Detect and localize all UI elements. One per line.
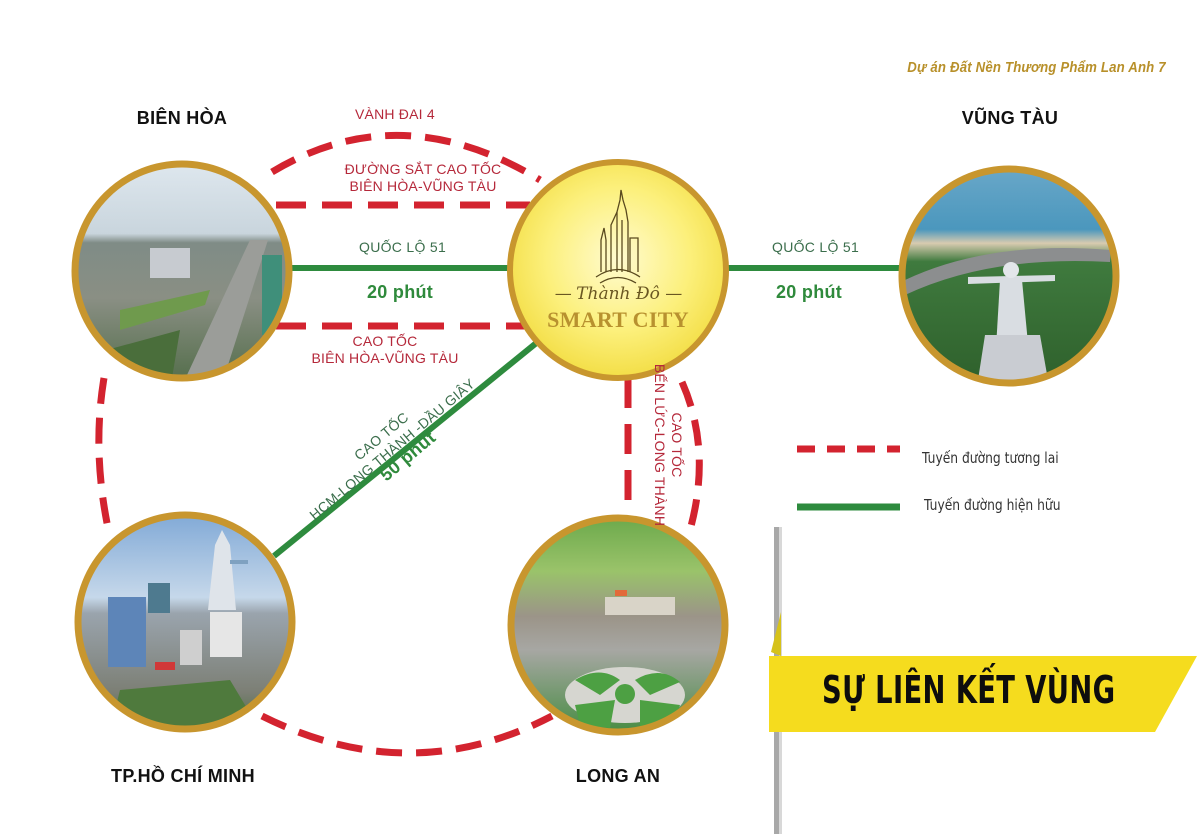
label-bh-vt-line2: BIÊN HÒA-VŨNG TÀU (311, 350, 459, 366)
long-an-photo (507, 514, 729, 736)
future-road-dashes (276, 201, 632, 518)
city-label-bien-hoa: BIÊN HÒA (136, 108, 228, 128)
ribbon-graphic (769, 527, 1197, 834)
existing-roads (272, 265, 902, 559)
label-railway: ĐƯỜNG SẮT CAO TỐC BIÊN HÒA-VŨNG TÀU (318, 161, 528, 195)
label-ben-luc-line1: CAO TỐC (669, 412, 685, 478)
hub-script-text: Thành Đô (576, 284, 660, 304)
label-bh-vt-line1: CAO TỐC (352, 333, 418, 349)
hub-smart-city (507, 159, 729, 381)
legend-swatches (797, 445, 900, 511)
legend-future-label: Tuyến đường tương lai (922, 449, 1059, 467)
vung-tau-photo (898, 165, 1120, 387)
hub-brand-title: SMART CITY (547, 307, 689, 332)
label-ben-luc-expressway: CAO TỐC BẾN LỨC-LONG THÀNH (651, 360, 685, 530)
time-ql51-left: 20 phút (367, 282, 434, 302)
time-ql51-right: 20 phút (776, 282, 843, 302)
bien-hoa-photo (71, 160, 293, 382)
label-ring-road-4: VÀNH ĐAI 4 (355, 106, 435, 122)
label-bh-vt-expressway: CAO TỐC BIÊN HÒA-VŨNG TÀU (285, 333, 485, 367)
ribbon-title: SỰ LIÊN KẾT VÙNG (822, 668, 1116, 712)
city-label-long-an: LONG AN (575, 766, 661, 786)
city-label-vung-tau: VŨNG TÀU (961, 108, 1059, 128)
hcm-photo (74, 511, 296, 733)
legend-existing-label: Tuyến đường hiện hữu (924, 496, 1061, 514)
label-railway-line1: ĐƯỜNG SẮT CAO TỐC (344, 161, 502, 177)
hub-script-title: — Thành Đô — (554, 284, 683, 304)
label-ql51-left: QUỐC LỘ 51 (359, 239, 447, 255)
label-ql51-right: QUỐC LỘ 51 (772, 239, 860, 255)
label-ben-luc-line2: BẾN LỨC-LONG THÀNH (652, 363, 668, 527)
skyline-logo-icon (595, 189, 641, 284)
project-tag: Dự án Đất Nền Thương Phẩm Lan Anh 7 (907, 59, 1166, 76)
ring-road-4-dashed (95, 132, 703, 757)
label-railway-line2: BIÊN HÒA-VŨNG TÀU (349, 178, 497, 194)
city-label-hcm: TP.HỒ CHÍ MINH (111, 766, 255, 786)
